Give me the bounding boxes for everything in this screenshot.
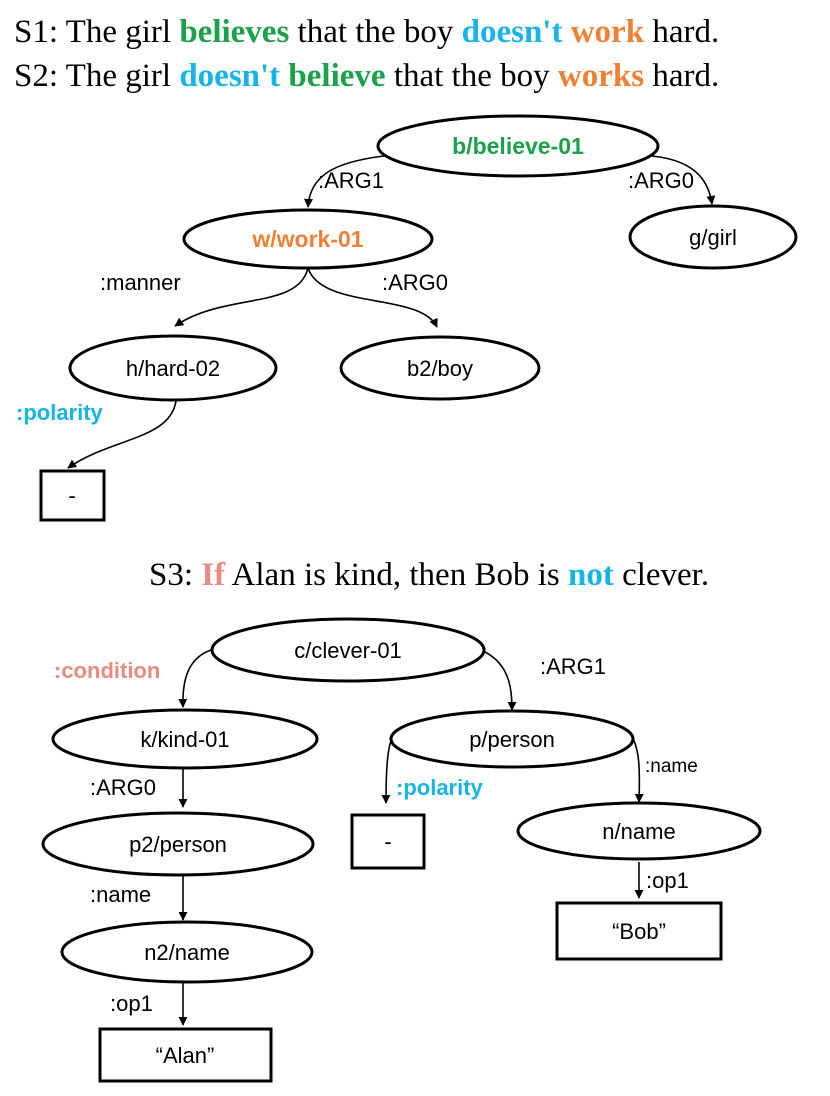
node-neg-2-label: - xyxy=(384,829,391,854)
node-alan-label: “Alan” xyxy=(156,1043,215,1068)
edge-label-op1-alan: :op1 xyxy=(110,991,153,1016)
node-believe: b/believe-01 xyxy=(376,114,660,178)
edge-label-condition: :condition xyxy=(54,658,160,683)
edge-label-arg0-girl: :ARG0 xyxy=(628,168,694,193)
node-name-label: n/name xyxy=(602,819,675,844)
edge-clever-person xyxy=(484,651,517,711)
node-person2: p2/person xyxy=(41,811,315,877)
node-person: p/person xyxy=(389,709,635,769)
node-neg-1-label: - xyxy=(68,483,75,508)
edge-label-op1-bob: :op1 xyxy=(646,868,689,893)
node-boy: b2/boy xyxy=(339,335,541,401)
node-boy-label: b2/boy xyxy=(407,356,473,381)
edge-label-polarity: :polarity xyxy=(16,400,104,425)
node-kind-label: k/kind-01 xyxy=(140,727,229,752)
node-clever-label: c/clever-01 xyxy=(294,638,402,663)
node-hard: h/hard-02 xyxy=(68,334,278,402)
edge-label-polarity-2: :polarity xyxy=(396,775,484,800)
node-neg-2: - xyxy=(350,813,426,870)
sentence-s2: S2: The girl doesn't believe that the bo… xyxy=(14,58,719,94)
edge-label-arg1-person: :ARG1 xyxy=(540,654,606,679)
node-work-label: w/work-01 xyxy=(251,226,363,252)
edge-believe-work xyxy=(304,155,385,208)
node-work: w/work-01 xyxy=(182,208,434,270)
node-bob-label: “Bob” xyxy=(612,919,666,944)
edge-believe-girl xyxy=(651,155,716,205)
edge-label-arg1: :ARG1 xyxy=(318,168,384,193)
node-girl-label: g/girl xyxy=(689,225,737,250)
node-bob: “Bob” xyxy=(555,901,723,961)
node-hard-label: h/hard-02 xyxy=(126,356,220,381)
sentence-s3: S3: If Alan is kind, then Bob is not cle… xyxy=(149,557,709,593)
node-alan: “Alan” xyxy=(98,1027,273,1083)
edge-work-hard xyxy=(174,267,309,327)
node-name: n/name xyxy=(516,801,762,861)
node-clever: c/clever-01 xyxy=(210,617,486,683)
node-person-label: p/person xyxy=(469,727,555,752)
sentence-s1: S1: The girl believes that the boy doesn… xyxy=(14,14,719,50)
edge-hard-neg xyxy=(67,400,177,469)
node-name2: n2/name xyxy=(60,920,314,984)
edge-label-name-person: :name xyxy=(645,756,698,777)
node-neg-1: - xyxy=(39,469,106,522)
node-name2-label: n2/name xyxy=(144,940,230,965)
node-kind: k/kind-01 xyxy=(51,708,319,770)
edge-work-boy xyxy=(307,267,438,328)
node-girl: g/girl xyxy=(628,204,798,270)
node-believe-label: b/believe-01 xyxy=(452,133,584,159)
edge-label-name-person2: :name xyxy=(90,882,151,907)
edge-label-arg0-person2: :ARG0 xyxy=(90,775,156,800)
node-person2-label: p2/person xyxy=(129,832,227,857)
edge-label-manner: :manner xyxy=(100,270,181,295)
edge-clever-kind xyxy=(178,648,215,708)
edge-label-arg0-boy: :ARG0 xyxy=(382,270,448,295)
